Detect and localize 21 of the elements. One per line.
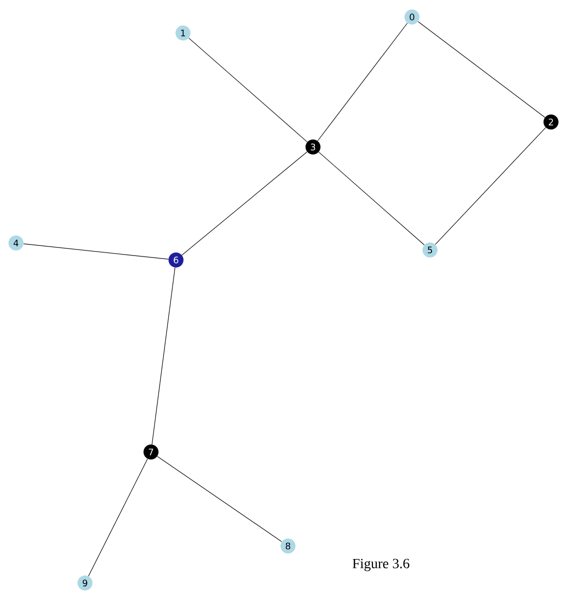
graph-node: 6: [168, 252, 184, 268]
edge-line: [418, 21, 546, 118]
edge-line: [23, 244, 169, 260]
graph-node: 9: [78, 576, 92, 590]
edge-line: [434, 127, 546, 245]
graph-node: 8: [280, 538, 296, 554]
figure-caption: Figure 3.6: [352, 558, 410, 572]
graph-node: 7: [144, 444, 158, 460]
edge-line: [157, 456, 282, 542]
graph-node: 3: [306, 140, 320, 154]
graph-node: 1: [176, 26, 190, 40]
edge-line: [182, 152, 308, 256]
graph-node: 2: [544, 114, 558, 130]
graph-node: 0: [404, 10, 420, 24]
edge-line: [317, 22, 408, 142]
graph-node: 5: [422, 242, 438, 258]
edge-line: [88, 458, 148, 576]
edge-line: [152, 267, 176, 445]
graph-node: 4: [8, 236, 24, 250]
edge-line: [318, 152, 425, 246]
edge-line: [188, 38, 308, 142]
